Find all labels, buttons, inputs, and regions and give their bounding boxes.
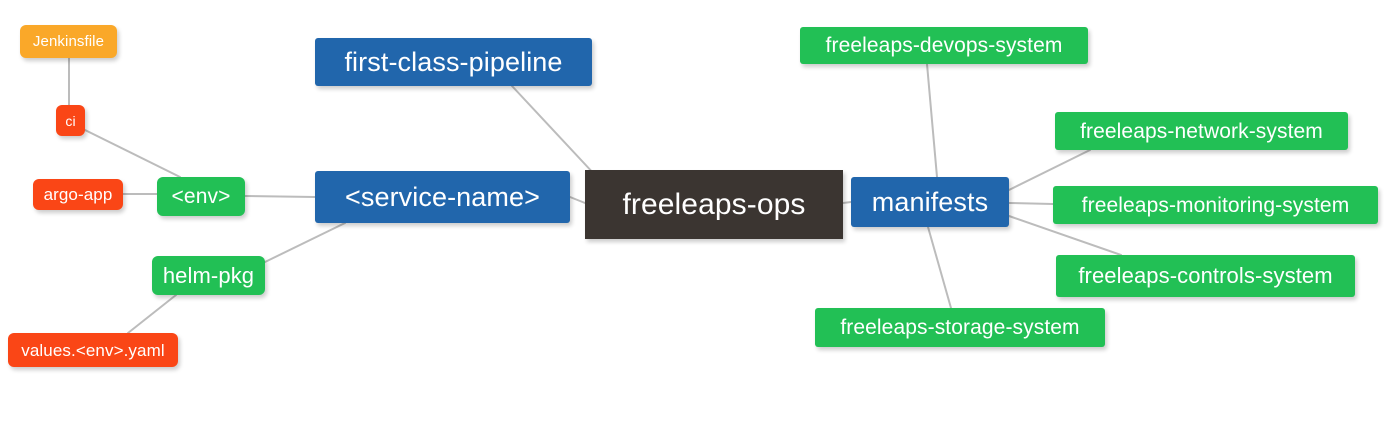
edge-manifests-to-storage-system <box>927 226 952 309</box>
edge-service-name-to-helm-pkg <box>264 222 346 263</box>
mindmap-node-network-system[interactable]: freeleaps-network-system <box>1055 112 1348 150</box>
edge-root-to-service-name <box>569 196 586 204</box>
edge-env-to-ci <box>84 129 181 178</box>
mindmap-node-argo-app[interactable]: argo-app <box>33 179 123 210</box>
mindmap-node-devops-system[interactable]: freeleaps-devops-system <box>800 27 1088 64</box>
mindmap-node-monitoring-system[interactable]: freeleaps-monitoring-system <box>1053 186 1378 224</box>
edge-root-to-first-class-pipeline <box>511 85 597 177</box>
mindmap-node-ci[interactable]: ci <box>56 105 85 136</box>
edge-manifests-to-devops-system <box>926 63 938 178</box>
mindmap-node-root[interactable]: freeleaps-ops <box>585 170 843 239</box>
edge-manifests-to-network-system <box>1008 149 1091 191</box>
edge-root-to-manifests <box>842 201 852 204</box>
mindmap-node-service-name[interactable]: <service-name> <box>315 171 570 223</box>
mindmap-node-first-class-pipeline[interactable]: first-class-pipeline <box>315 38 592 86</box>
edge-service-name-to-env <box>244 195 316 198</box>
mindmap-node-helm-pkg[interactable]: helm-pkg <box>152 256 265 295</box>
mindmap-node-controls-system[interactable]: freeleaps-controls-system <box>1056 255 1355 297</box>
mindmap-node-values-yaml[interactable]: values.<env>.yaml <box>8 333 178 367</box>
mindmap-node-jenkinsfile[interactable]: Jenkinsfile <box>20 25 117 58</box>
edge-helm-pkg-to-values-yaml <box>127 294 177 334</box>
mindmap-node-manifests[interactable]: manifests <box>851 177 1009 227</box>
edge-manifests-to-monitoring-system <box>1008 202 1054 205</box>
mindmap-node-storage-system[interactable]: freeleaps-storage-system <box>815 308 1105 347</box>
mindmap-node-env[interactable]: <env> <box>157 177 245 216</box>
